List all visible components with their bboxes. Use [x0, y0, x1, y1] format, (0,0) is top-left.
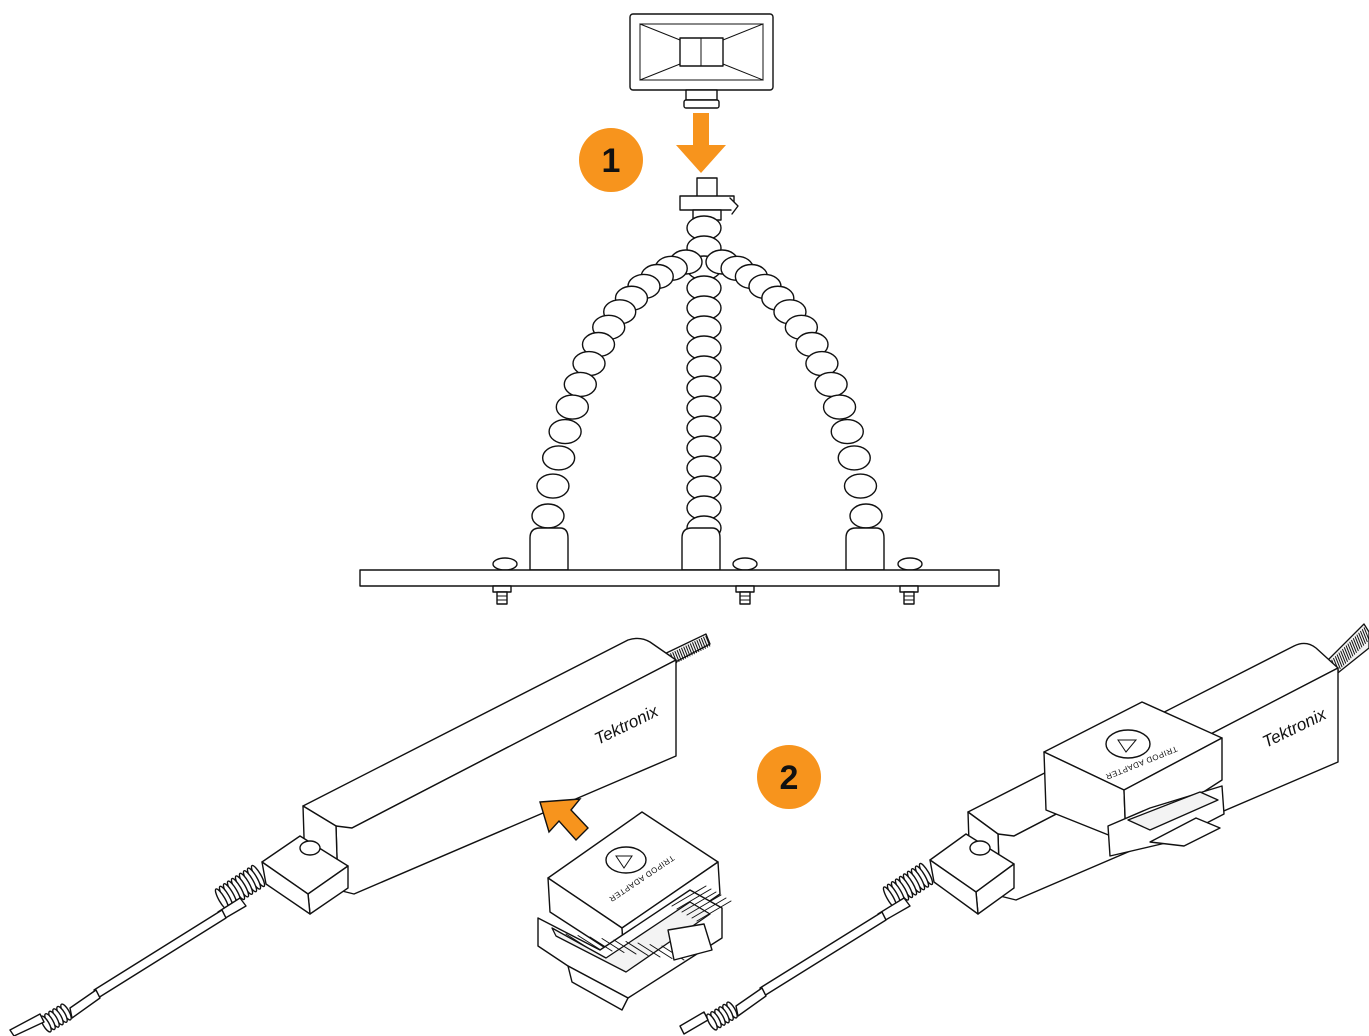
- tripod-bead: [814, 371, 848, 398]
- base-screw: [735, 585, 755, 605]
- tripod-legs: [531, 215, 883, 541]
- probe-without-adapter: Tektronix: [9, 633, 711, 1036]
- arrow-down-icon: [676, 113, 726, 173]
- base-screw: [899, 585, 919, 605]
- tripod-bead: [531, 503, 565, 529]
- tripod-bead: [555, 394, 590, 420]
- tripod-bead: [563, 371, 597, 398]
- base-screw: [492, 585, 512, 605]
- tripod-bead: [843, 473, 878, 499]
- flexible-tripod: [359, 177, 1000, 605]
- tripod-bead: [536, 473, 570, 499]
- probe-with-adapter: Tektronix TRIPOD ADAPTER: [679, 623, 1369, 1035]
- step-2-badge: 2: [757, 745, 821, 809]
- tripod-bead: [830, 418, 864, 445]
- tripod-bead: [837, 445, 871, 471]
- step-1-badge: 1: [579, 128, 643, 192]
- tripod-adapter-part: TRIPOD ADAPTER: [537, 811, 732, 1011]
- tripod-bead: [849, 503, 883, 529]
- tripod-bead: [548, 418, 582, 445]
- step-1-number: 1: [602, 142, 621, 180]
- step-2-number: 2: [780, 759, 799, 797]
- tripod-mount-adapter: [629, 13, 774, 109]
- tripod-base-plate: [359, 569, 1000, 587]
- tripod-bead: [822, 394, 857, 420]
- arrow-up-left-icon: [539, 798, 589, 842]
- tripod-bead: [541, 445, 576, 471]
